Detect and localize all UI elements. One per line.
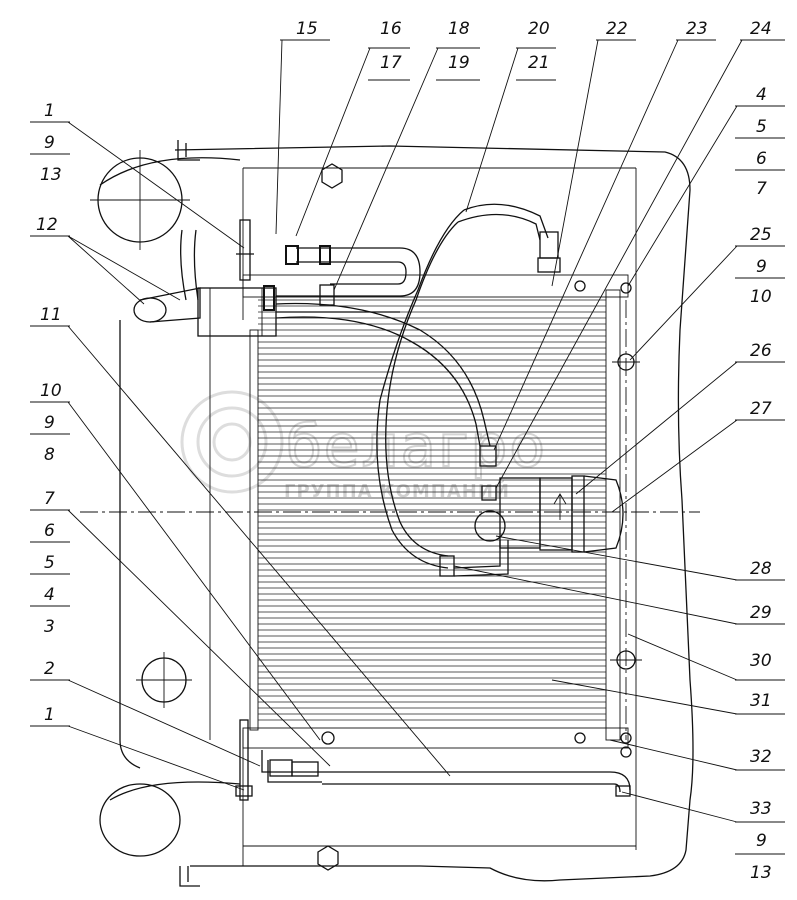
callout-9-top: 9 — [44, 133, 55, 153]
upper-tank-pipe — [197, 219, 421, 337]
callout-labels: 15 16 17 18 19 20 21 22 23 24 1 9 13 12 … — [36, 19, 772, 883]
callout-27: 27 — [750, 399, 772, 419]
callout-9-right: 9 — [756, 257, 767, 277]
callout-9-left: 9 — [44, 413, 55, 433]
callout-19: 19 — [448, 53, 470, 73]
callout-32: 32 — [750, 747, 772, 767]
callout-11: 11 — [40, 305, 62, 325]
callout-3: 3 — [44, 617, 55, 637]
flexible-hose — [275, 203, 561, 577]
callout-5-left: 5 — [44, 553, 55, 573]
callout-23: 23 — [686, 19, 708, 39]
lower-mount — [99, 652, 631, 887]
callout-9-bottom: 9 — [756, 831, 767, 851]
callout-31: 31 — [750, 691, 772, 711]
callout-13-bottom: 13 — [750, 863, 772, 883]
top-mount — [90, 140, 343, 323]
callout-26: 26 — [750, 341, 772, 361]
right-fittings — [574, 280, 642, 758]
callout-22: 22 — [606, 19, 628, 39]
callout-5-right: 5 — [756, 117, 767, 137]
callout-7-left: 7 — [44, 489, 55, 509]
callout-16: 16 — [380, 19, 402, 39]
callout-17: 17 — [380, 53, 402, 73]
callout-6-left: 6 — [44, 521, 55, 541]
callout-28: 28 — [750, 559, 772, 579]
callout-20: 20 — [528, 19, 550, 39]
callout-30: 30 — [750, 651, 772, 671]
callout-6-right: 6 — [756, 149, 767, 169]
callout-15: 15 — [296, 19, 318, 39]
callout-33: 33 — [750, 799, 772, 819]
callout-25: 25 — [750, 225, 772, 245]
callout-10-right: 10 — [750, 287, 772, 307]
callout-24: 24 — [750, 19, 772, 39]
callout-12: 12 — [36, 215, 58, 235]
callout-1-bottom: 1 — [44, 705, 55, 725]
callout-18: 18 — [448, 19, 470, 39]
radiator-frame — [119, 145, 694, 882]
callout-29: 29 — [750, 603, 772, 623]
callout-7-right: 7 — [756, 179, 767, 199]
callout-21: 21 — [528, 53, 550, 73]
callout-4-right: 4 — [756, 85, 767, 105]
filter-assembly — [80, 475, 700, 553]
callout-13-top: 13 — [40, 165, 62, 185]
callout-2: 2 — [44, 659, 55, 679]
leader-lines — [30, 39, 785, 855]
watermark: белагро ГРУППА КОМПАНИЙ — [180, 390, 547, 502]
callout-4-left: 4 — [44, 585, 55, 605]
radiator-core — [258, 299, 606, 721]
callout-8: 8 — [44, 445, 55, 465]
watermark-tagline: ГРУППА КОМПАНИЙ — [284, 480, 510, 502]
watermark-brand: белагро — [286, 412, 547, 480]
callout-10-left: 10 — [40, 381, 62, 401]
callout-1-top: 1 — [44, 101, 55, 121]
